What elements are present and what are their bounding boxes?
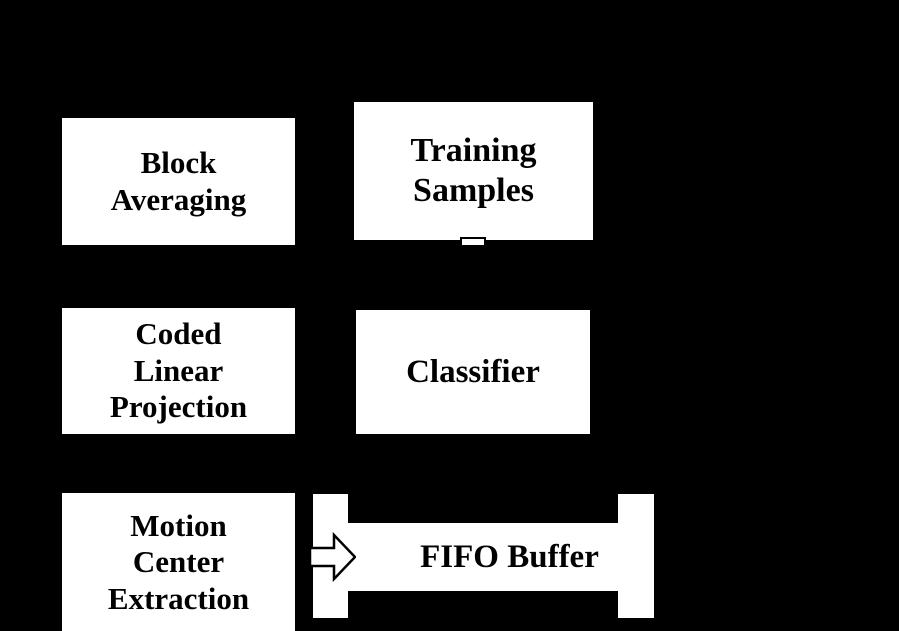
arrow-down-icon (460, 234, 486, 247)
motion-center-extraction-line-2: Center (132, 544, 225, 580)
block-classifier[interactable]: Classifier (356, 310, 590, 434)
coded-linear-projection-line-2: Linear (133, 352, 224, 388)
fifo-buffer-band (313, 523, 654, 591)
coded-linear-projection-line-3: Projection (109, 389, 248, 425)
training-samples-line-1: Training (410, 131, 537, 169)
coded-linear-projection-line-1: Coded (135, 316, 222, 352)
block-motion-center-extraction[interactable]: Motion Center Extraction (62, 493, 295, 631)
motion-center-extraction-line-1: Motion (130, 507, 227, 543)
motion-center-extraction-line-3: Extraction (107, 580, 250, 616)
block-averaging-line-2: Averaging (110, 181, 247, 217)
classifier-line-1: Classifier (406, 353, 540, 390)
arrow-right-icon (308, 531, 357, 583)
training-samples-line-2: Samples (413, 172, 534, 209)
block-averaging-line-1: Block (140, 144, 217, 180)
fifo-buffer-label: FIFO Buffer (420, 538, 599, 575)
block-training-samples[interactable]: Training Samples (354, 102, 593, 240)
block-averaging[interactable]: Block Averaging (62, 118, 295, 245)
fifo-buffer[interactable]: FIFO Buffer (313, 494, 654, 618)
block-coded-linear-projection[interactable]: Coded Linear Projection (62, 308, 295, 434)
